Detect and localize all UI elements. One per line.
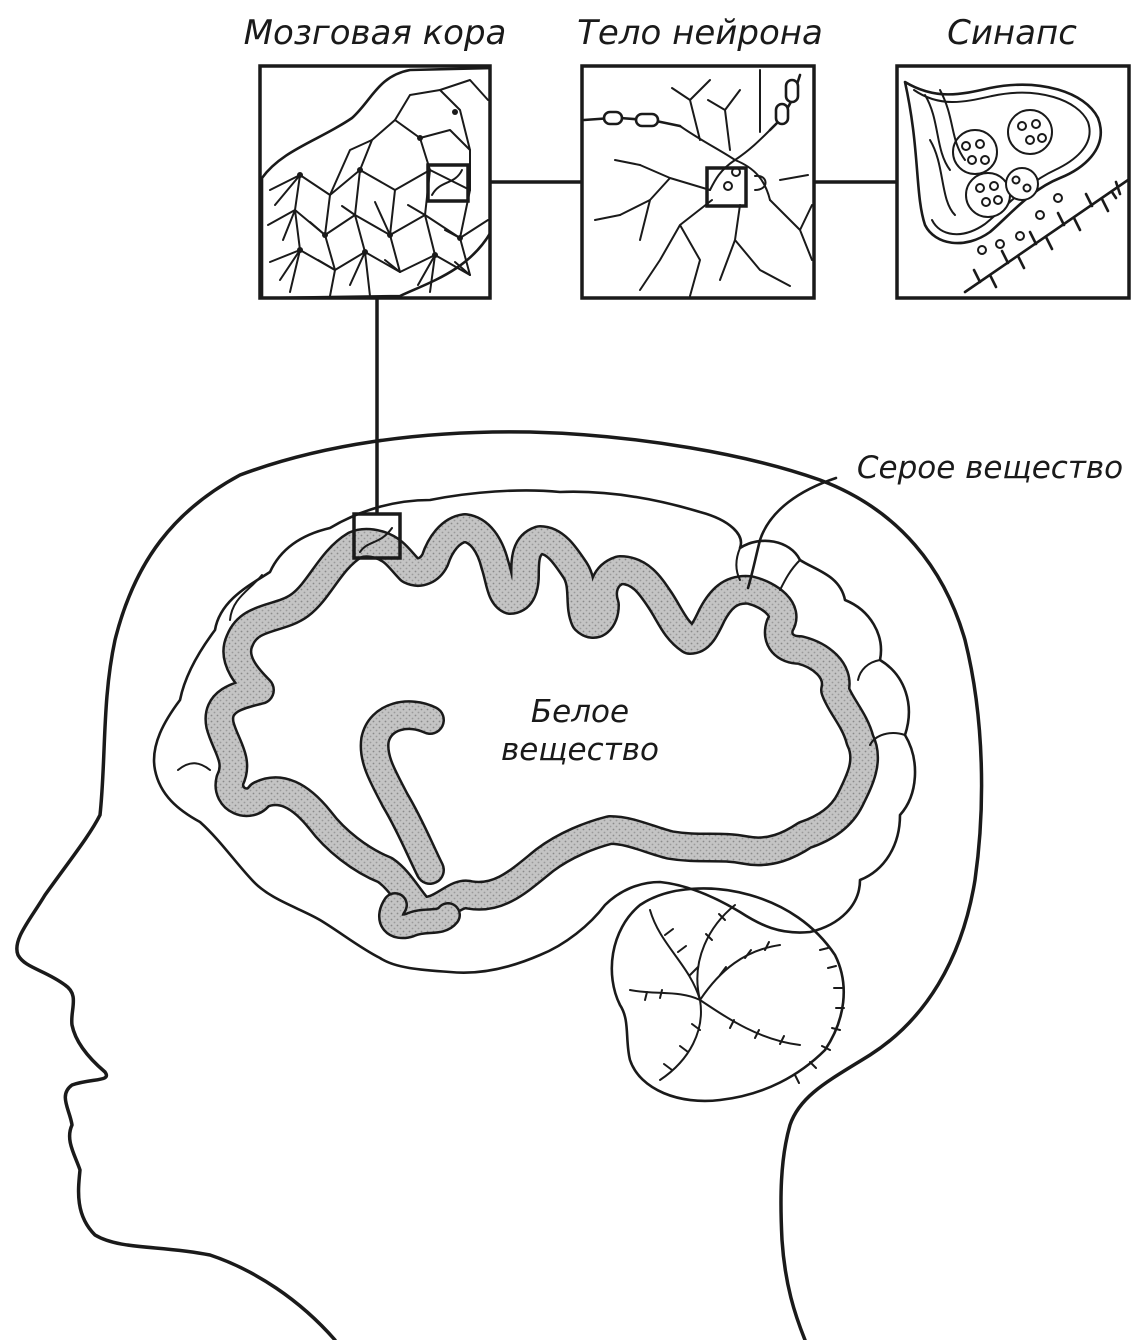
label-gray-matter: Серое вещество	[857, 450, 1123, 486]
label-cortex: Мозговая кора	[244, 13, 507, 53]
label-white-matter-line1: Белое	[531, 694, 629, 730]
label-neuron-body: Тело нейрона	[577, 13, 823, 53]
panel-synapse	[897, 66, 1129, 298]
label-synapse: Синапс	[947, 13, 1077, 53]
cerebellum	[612, 888, 844, 1101]
label-white-matter-line2: вещество	[501, 732, 659, 768]
panel-cortex	[260, 66, 492, 298]
panel-neuron-body	[582, 66, 814, 298]
